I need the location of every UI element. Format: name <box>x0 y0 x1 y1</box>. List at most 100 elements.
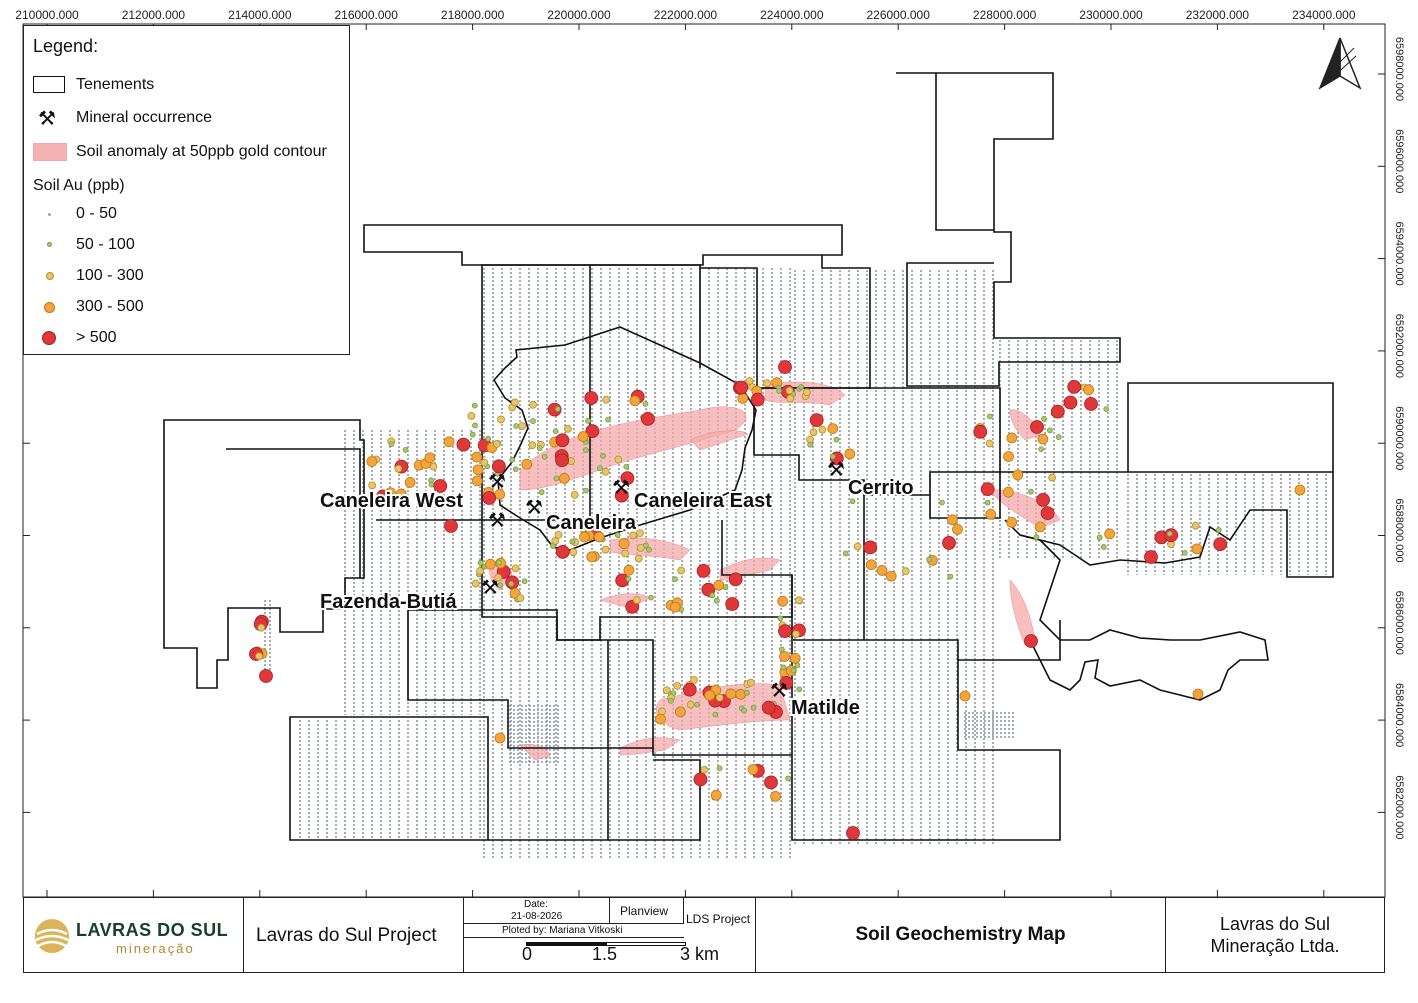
soil-sample-point <box>394 464 403 473</box>
mineral-occurrence-icon: ⚒ <box>612 475 630 499</box>
soil-sample-point <box>516 594 525 603</box>
soil-sample-point <box>476 567 484 575</box>
soil-sample-point <box>750 392 765 407</box>
soil-sample-point <box>694 701 701 708</box>
soil-sample-point <box>1012 469 1024 481</box>
company-cell: Lavras do Sul Mineração Ltda. <box>1166 898 1384 972</box>
legend-class-label: 0 - 50 <box>76 205 117 222</box>
soil-sample-point <box>259 669 273 683</box>
soil-sample-point <box>563 424 572 433</box>
soil-sample-point <box>662 686 671 695</box>
soil-sample-point <box>1181 549 1188 556</box>
soil-sample-point <box>747 764 759 775</box>
soil-sample-point <box>939 499 945 506</box>
soil-sample-point <box>655 713 666 725</box>
soil-sample-point <box>984 499 991 506</box>
soil-sample-point <box>388 441 395 448</box>
soil-sample-point <box>467 411 476 420</box>
soil-sample-point <box>585 417 591 424</box>
soil-sample-point <box>511 398 519 407</box>
mineral-occurrence-icon: ⚒ <box>770 678 788 702</box>
map-title: Soil Geochemistry Map <box>855 924 1066 945</box>
soil-sample-point <box>725 597 740 611</box>
logo-sub-text: mineração <box>116 941 195 956</box>
soil-sample-point <box>1215 527 1222 533</box>
planview-box: Planview <box>610 898 684 924</box>
soil-sample-point <box>1084 397 1098 411</box>
soil-sample-point <box>521 578 528 585</box>
soil-sample-point <box>677 566 686 575</box>
soil-sample-point <box>497 415 505 424</box>
x-tick-label: 220000.000 <box>547 8 611 22</box>
soil-sample-point <box>672 576 678 583</box>
soil-sample-point <box>952 523 963 535</box>
x-tick-label: 230000.000 <box>1079 8 1143 22</box>
legend-class-label: > 500 <box>76 329 117 346</box>
soil-sample-point <box>980 482 995 497</box>
map-title-cell: Soil Geochemistry Map <box>756 898 1166 972</box>
place-label: Caneleira East <box>634 490 772 512</box>
soil-sample-point <box>985 439 994 448</box>
soil-sample-point <box>600 452 606 459</box>
soil-sample-point <box>395 488 407 500</box>
soil-sample-point <box>511 564 520 573</box>
y-tick-label: 6598000.000 <box>1393 37 1405 101</box>
soil-sample-point <box>1104 528 1116 540</box>
tenement-mid-east <box>793 495 959 660</box>
soil-sample-point <box>863 540 878 555</box>
soil-sample-point <box>1213 537 1228 552</box>
soil-sample-point <box>471 579 480 588</box>
soil-sample-point <box>809 428 818 437</box>
logo-main-text: LAVRAS DO SUL <box>76 920 229 940</box>
soil-sample-point <box>554 406 561 412</box>
soil-sample-point <box>846 826 860 840</box>
mineral-occurrence-icon: ⚒ <box>38 106 56 130</box>
soil-sample-point <box>780 664 787 671</box>
soil-sample-point <box>493 439 501 448</box>
soil-sample-point <box>763 379 771 388</box>
soil-sample-point <box>629 531 637 540</box>
soil-sample-point <box>744 689 750 696</box>
soil-sample-point <box>1100 544 1107 550</box>
soil-sample-point <box>1024 634 1038 648</box>
soil-sample-point <box>792 630 800 639</box>
soil-sample-point <box>926 556 933 563</box>
x-tick-label: 226000.000 <box>866 8 930 22</box>
planview-label: Planview <box>620 904 669 918</box>
legend-class-label: 50 - 100 <box>76 236 135 253</box>
info-cell: Date: 21-08-2026 Planview LDS Project Pl… <box>464 898 756 972</box>
y-tick-label: 6594000.000 <box>1393 221 1405 285</box>
x-tick-label: 224000.000 <box>760 8 824 22</box>
soil-sample-point <box>849 498 856 505</box>
project-name: Lavras do Sul Project <box>256 925 437 946</box>
soil-sample-point <box>1041 415 1047 422</box>
soil-sample-point <box>713 579 725 591</box>
soil-sample-point <box>709 592 716 599</box>
soil-sample-point <box>829 453 836 460</box>
mineral-occurrence-icon: ⚒ <box>827 457 845 481</box>
soil-sample-point <box>682 682 697 697</box>
soil-sample-point <box>669 601 681 613</box>
soil-sample-point <box>471 451 483 463</box>
soil-sample-point <box>1191 521 1200 530</box>
anomaly-east-2 <box>1009 409 1041 441</box>
au-class-symbol <box>44 302 55 313</box>
soil-sample-point <box>538 489 545 496</box>
tenement-east-lobe <box>1019 534 1269 701</box>
tenement-matilde <box>791 575 1061 841</box>
soil-sample-point <box>614 488 629 503</box>
soil-sample-point <box>1040 506 1055 521</box>
soil-sample-point <box>865 559 877 571</box>
tenement-west-inner <box>226 448 361 578</box>
project-cell: Lavras do Sul Project <box>244 898 464 972</box>
soil-sample-point <box>480 458 489 467</box>
soil-sample-point <box>745 377 754 385</box>
soil-sample-point <box>629 395 641 407</box>
soil-sample-point <box>596 465 603 472</box>
tenement-mid-block <box>557 639 654 748</box>
soil-sample-point <box>809 413 824 428</box>
soil-sample-point <box>528 441 537 450</box>
y-tick-label: 6596000.000 <box>1393 129 1405 193</box>
soil-sample-point <box>584 391 599 405</box>
